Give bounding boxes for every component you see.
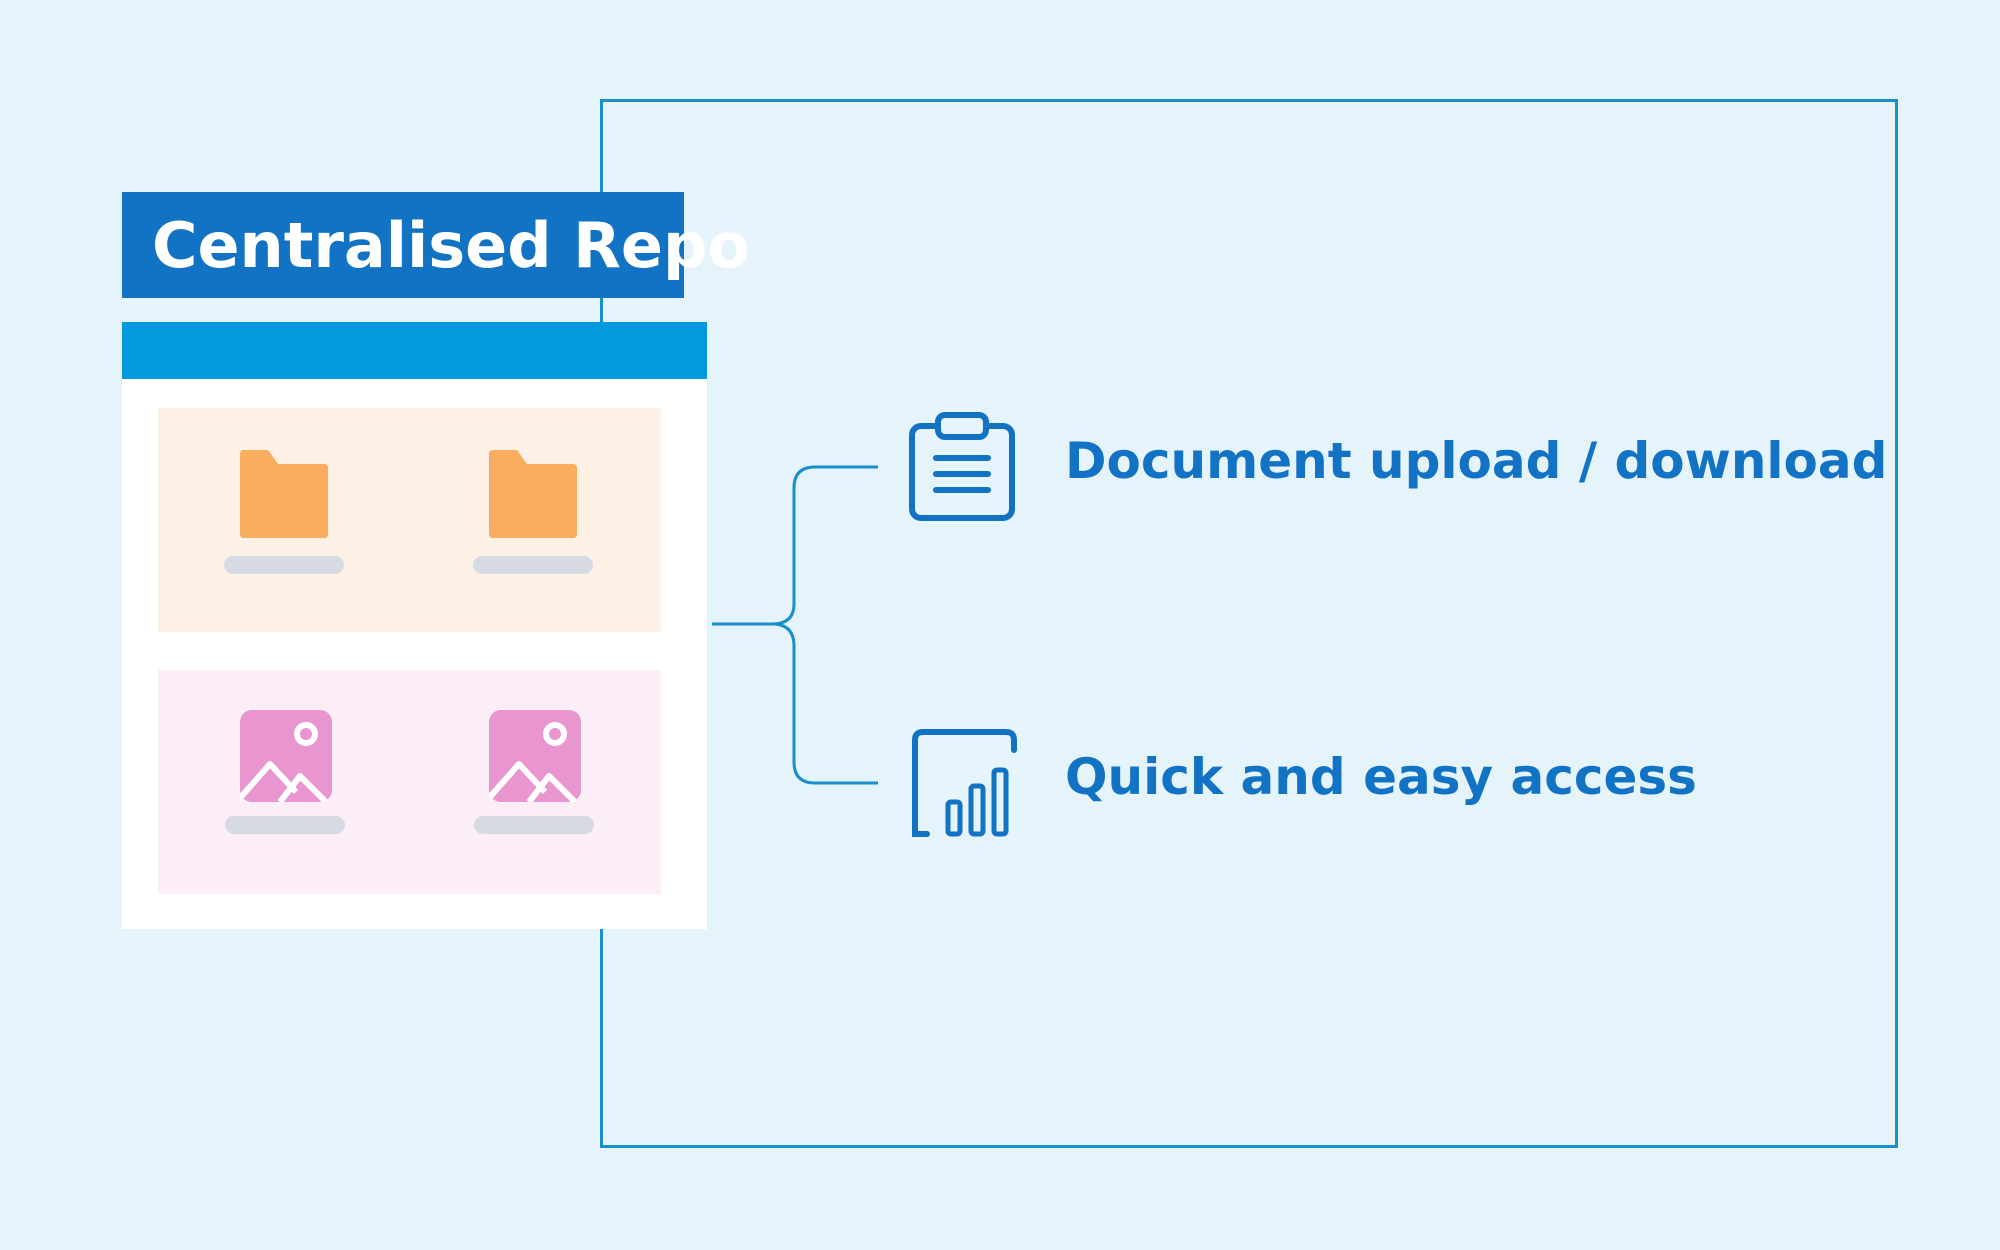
- file-name-placeholder: [224, 556, 344, 574]
- content-frame: [600, 99, 1898, 1148]
- file-name-placeholder: [225, 816, 345, 834]
- image-icon[interactable]: [240, 710, 332, 802]
- feature-label-upload: Document upload / download: [1065, 432, 1888, 490]
- folder-icon[interactable]: [487, 448, 579, 540]
- clipboard-icon: [909, 412, 1015, 521]
- window-title-bar: [122, 322, 707, 379]
- bar-chart-icon: [912, 729, 1017, 837]
- feature-label-access: Quick and easy access: [1065, 748, 1697, 806]
- file-name-placeholder: [474, 816, 594, 834]
- image-icon[interactable]: [489, 710, 581, 802]
- repo-window: [122, 322, 707, 929]
- folders-panel: [158, 408, 661, 632]
- folder-icon[interactable]: [238, 448, 330, 540]
- file-name-placeholder: [473, 556, 593, 574]
- page-title: Centralised Repo: [152, 208, 750, 282]
- title-banner: Centralised Repo: [122, 192, 750, 298]
- images-panel: [158, 670, 661, 894]
